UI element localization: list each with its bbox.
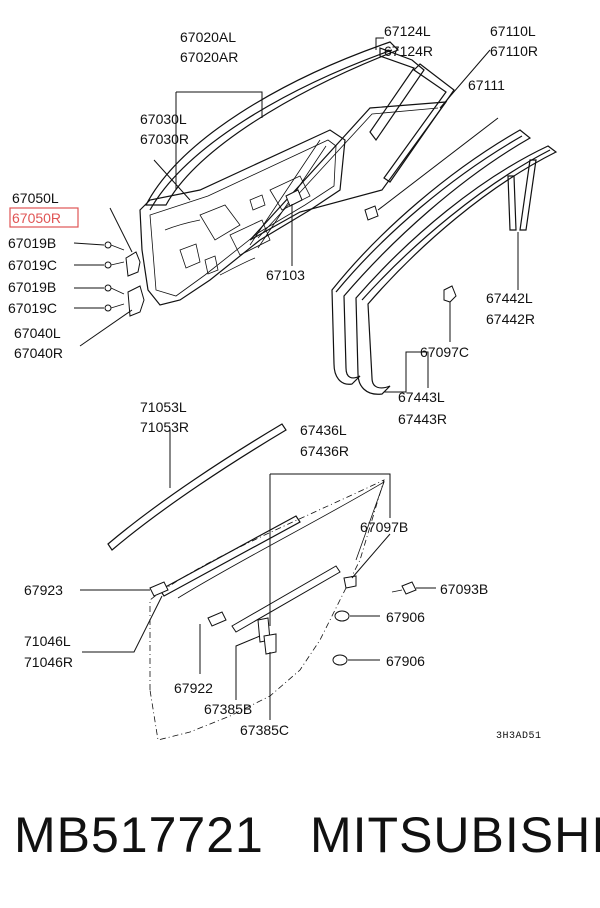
label-67906-1: 67906 [386,609,425,625]
label-67030R: 67030R [140,131,189,147]
label-67111: 67111 [468,77,505,93]
label-67442L: 67442L [486,290,533,306]
label-67906-2: 67906 [386,653,425,669]
lower-door-drawing [107,423,417,741]
highlight-box [9,207,79,228]
label-67097C: 67097C [420,344,469,360]
label-67436L: 67436L [300,422,347,438]
label-67922: 67922 [174,680,213,696]
label-67436R: 67436R [300,443,349,459]
label-67103: 67103 [266,267,305,283]
label-67385B: 67385B [204,701,252,717]
label-67019C-2: 67019C [8,300,57,316]
label-71053R: 71053R [140,419,189,435]
label-67050L: 67050L [12,190,59,206]
label-67124L: 67124L [384,23,431,39]
glass-run-channels [369,47,455,183]
label-67385C: 67385C [240,722,289,738]
brand-name: MITSUBISHI [310,807,600,863]
part-number: MB517721 [14,807,264,863]
label-67030L: 67030L [140,111,187,127]
label-71046L: 71046L [24,633,71,649]
label-67923: 67923 [24,582,63,598]
label-67093B: 67093B [440,581,488,597]
label-67050R: 67050R [12,210,61,226]
label-67443R: 67443R [398,411,447,427]
label-67097B: 67097B [360,519,408,535]
diagram-code: 3H3AD51 [496,731,542,742]
label-67019B-2: 67019B [8,279,56,295]
label-67019C-1: 67019C [8,257,57,273]
weatherstrip-drawing [331,129,558,395]
parts-diagram: 67020AL 67020AR 67124L 67124R 67110L 671… [8,23,558,742]
label-67019B-1: 67019B [8,235,56,251]
leader-lines [73,37,519,720]
label-67020AL: 67020AL [180,29,236,45]
label-67040R: 67040R [14,345,63,361]
part-labels: 67020AL 67020AR 67124L 67124R 67110L 671… [8,23,542,742]
label-67020AR: 67020AR [180,49,238,65]
label-71046R: 71046R [24,654,73,670]
label-67110L: 67110L [490,23,536,39]
label-67040L: 67040L [14,325,61,341]
label-71053L: 71053L [140,399,187,415]
label-67442R: 67442R [486,311,535,327]
label-67124R: 67124R [384,43,433,59]
label-67110R: 67110R [490,43,538,59]
label-67443L: 67443L [398,389,445,405]
